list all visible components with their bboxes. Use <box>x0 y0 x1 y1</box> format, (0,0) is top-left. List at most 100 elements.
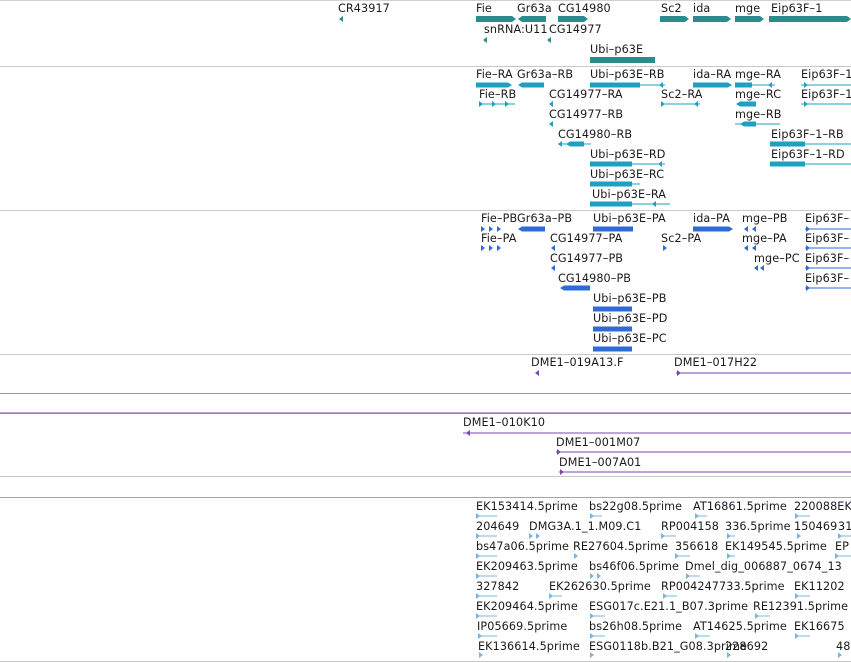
est-label[interactable]: EK149545.5prime <box>725 540 827 553</box>
est-label[interactable]: 228692 <box>725 640 769 653</box>
clone-label[interactable]: DME1–017H22 <box>674 356 758 369</box>
gene-glyph[interactable] <box>735 16 764 22</box>
est-glyph[interactable] <box>476 553 480 559</box>
est-glyph[interactable] <box>574 553 578 559</box>
protein-glyph[interactable] <box>744 226 748 232</box>
est-label[interactable]: EP <box>835 540 850 553</box>
est-label[interactable]: 204649 <box>476 520 520 533</box>
gene-glyph[interactable] <box>476 16 516 22</box>
transcript-label[interactable]: mge–RC <box>735 88 782 101</box>
protein-label[interactable]: Eip63F– <box>805 212 850 225</box>
protein-glyph[interactable] <box>754 265 758 271</box>
transcript-glyph[interactable] <box>770 141 805 147</box>
est-glyph[interactable] <box>478 633 482 639</box>
transcript-glyph[interactable] <box>736 101 756 107</box>
gene-glyph[interactable] <box>660 16 689 22</box>
est-label[interactable]: AT16861.5prime <box>693 500 787 513</box>
protein-label[interactable]: CG14977–PA <box>550 232 623 245</box>
transcript-glyph[interactable] <box>735 82 752 88</box>
est-glyph[interactable] <box>695 513 699 519</box>
transcript-glyph[interactable] <box>518 82 544 88</box>
transcript-glyph[interactable] <box>505 101 509 107</box>
est-glyph[interactable] <box>661 533 665 539</box>
clone-label[interactable]: DME1–010K10 <box>463 416 546 429</box>
protein-label[interactable]: Ubi–p63E–PA <box>593 212 666 225</box>
est-glyph[interactable] <box>590 613 594 619</box>
est-label[interactable]: bs47a06.5prime <box>476 540 569 553</box>
est-label[interactable]: ESG017c.E21.1_B07.3prime <box>589 600 749 613</box>
transcript-label[interactable]: Fie–RA <box>476 68 513 81</box>
est-glyph[interactable] <box>727 533 731 539</box>
est-label[interactable]: EK209464.5prime <box>476 600 578 613</box>
protein-label[interactable]: Gr63a–PB <box>517 212 573 225</box>
protein-glyph[interactable] <box>489 245 493 251</box>
transcript-glyph[interactable] <box>492 101 496 107</box>
gene-glyph[interactable] <box>547 37 551 43</box>
est-glyph[interactable] <box>529 533 533 539</box>
est-glyph[interactable] <box>795 593 799 599</box>
est-label[interactable]: 336.5prime <box>725 520 791 533</box>
transcript-label[interactable]: mge–RB <box>735 108 782 121</box>
clone-glyph[interactable] <box>535 370 539 376</box>
transcript-label[interactable]: Gr63a–RB <box>517 68 574 81</box>
protein-glyph[interactable] <box>593 346 632 352</box>
transcript-glyph[interactable] <box>549 101 553 107</box>
transcript-label[interactable]: Ubi–p63E–RC <box>590 168 665 181</box>
transcript-glyph[interactable] <box>770 161 805 167</box>
protein-label[interactable]: Sc2–PA <box>661 232 702 245</box>
est-label[interactable]: EK262630.5prime <box>549 580 651 593</box>
transcript-glyph[interactable] <box>479 101 483 107</box>
protein-glyph[interactable] <box>806 226 810 232</box>
transcript-glyph[interactable] <box>558 141 562 147</box>
protein-glyph[interactable] <box>752 245 756 251</box>
est-label[interactable]: EK209463.5prime <box>476 560 578 573</box>
gene-label[interactable]: Ubi–p63E <box>590 43 644 56</box>
est-glyph[interactable] <box>675 553 679 559</box>
est-label[interactable]: 356618 <box>675 540 719 553</box>
est-glyph[interactable] <box>590 652 594 658</box>
est-label[interactable]: EK16675 <box>794 620 845 633</box>
transcript-label[interactable]: ida–RA <box>693 68 732 81</box>
gene-label[interactable]: Eip63F–1 <box>771 2 823 15</box>
transcript-glyph[interactable] <box>661 101 665 107</box>
est-label[interactable]: 31 <box>838 520 851 533</box>
protein-label[interactable]: Eip63F– <box>805 232 850 245</box>
gene-label[interactable]: Gr63a <box>517 2 552 15</box>
est-glyph[interactable] <box>727 652 731 658</box>
transcript-glyph[interactable] <box>590 161 632 167</box>
protein-label[interactable]: CG14980–PB <box>558 272 632 285</box>
transcript-glyph[interactable] <box>694 101 698 107</box>
protein-glyph[interactable] <box>551 265 555 271</box>
est-label[interactable]: bs26h08.5prime <box>589 620 683 633</box>
transcript-glyph[interactable] <box>590 201 632 207</box>
protein-glyph[interactable] <box>744 245 748 251</box>
transcript-label[interactable]: Eip63F–1–RD <box>771 148 845 161</box>
clone-glyph[interactable] <box>560 469 564 475</box>
gene-glyph[interactable] <box>769 16 851 22</box>
transcript-label[interactable]: CG14980–RB <box>558 128 633 141</box>
transcript-label[interactable]: Ubi–p63E–RB <box>590 68 665 81</box>
est-glyph[interactable] <box>663 593 667 599</box>
protein-glyph[interactable] <box>663 245 667 251</box>
est-glyph[interactable] <box>755 613 759 619</box>
transcript-glyph[interactable] <box>476 82 512 88</box>
transcript-label[interactable]: Eip63F–1–RB <box>771 128 844 141</box>
gene-label[interactable]: snRNA:U11 <box>484 23 548 36</box>
clone-glyph[interactable] <box>677 370 681 376</box>
transcript-glyph[interactable] <box>652 201 656 207</box>
protein-glyph[interactable] <box>497 226 501 232</box>
protein-glyph[interactable] <box>481 226 485 232</box>
est-glyph[interactable] <box>838 533 842 539</box>
est-label[interactable]: RP004247733.5prime <box>661 580 785 593</box>
transcript-glyph[interactable] <box>659 82 663 88</box>
protein-glyph[interactable] <box>593 326 632 332</box>
gene-label[interactable]: CG14980 <box>558 2 611 15</box>
est-label[interactable]: RE12391.5prime <box>753 600 849 613</box>
transcript-label[interactable]: CG14977–RB <box>549 108 624 121</box>
est-glyph[interactable] <box>795 513 799 519</box>
clone-glyph[interactable] <box>557 449 561 455</box>
gene-glyph[interactable] <box>339 16 343 22</box>
gene-glyph[interactable] <box>518 16 546 22</box>
est-glyph[interactable] <box>549 593 553 599</box>
est-label[interactable]: 150469 <box>794 520 838 533</box>
